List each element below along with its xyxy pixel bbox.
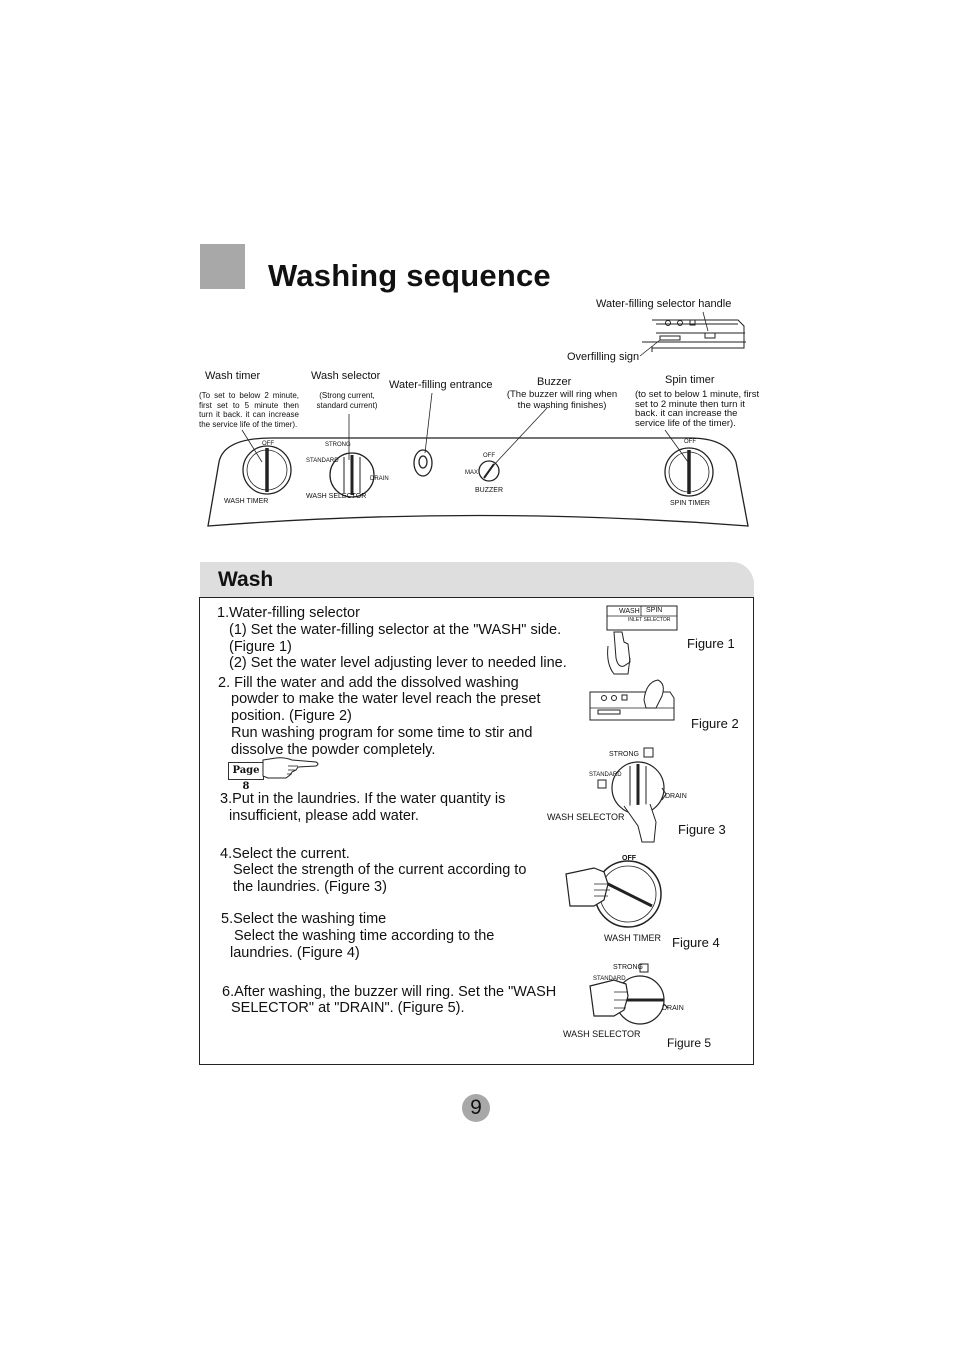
figure-3-caption: Figure 3 [678, 822, 726, 837]
spin-timer-note: (to set to below 1 minute, first set to … [635, 389, 760, 429]
wash-selector-dial-label: WASH SELECTOR [306, 493, 367, 500]
figure-3-selector-label: WASH SELECTOR [547, 812, 625, 822]
figure-2-illustration [589, 679, 675, 721]
machine-panel [207, 437, 749, 527]
step-2-line-e: dissolve the powder completely. [231, 742, 436, 758]
figure-5-drain-label: DRAIN [662, 1005, 684, 1012]
figure-3-standard-label: STANDARD [589, 772, 622, 778]
water-filling-selector-inset [639, 311, 746, 357]
wash-selector-note: (Strong current, standard current) [316, 391, 378, 410]
buzzer-note: (The buzzer will ring when the washing f… [506, 389, 618, 411]
figure-4-caption: Figure 4 [672, 935, 720, 950]
wash-timer-off-label: OFF [262, 441, 274, 447]
buzzer-max-label: MAX [465, 470, 479, 476]
page-reference-link[interactable]: Page 8 [228, 762, 264, 792]
figure-5-strong-label: STRONG [613, 964, 643, 971]
step-1-line-a: (1) Set the water-filling selector at th… [229, 622, 562, 638]
title-marker-block [200, 244, 245, 289]
figure-5-illustration [589, 963, 669, 1025]
step-3-line-b: insufficient, please add water. [229, 808, 419, 824]
figure-4-off-label: OFF [622, 855, 636, 862]
figure-5-selector-label: WASH SELECTOR [563, 1029, 641, 1039]
wash-section-box [199, 597, 754, 1065]
step-6-line-a: 6.After washing, the buzzer will ring. S… [222, 984, 557, 1000]
figure-3-drain-label: DRAIN [665, 793, 687, 800]
wash-selector-label: Wash selector [311, 370, 381, 382]
page-number: 9 [462, 1094, 490, 1122]
step-1-line-c: (2) Set the water level adjusting lever … [229, 655, 567, 671]
figure-2-caption: Figure 2 [691, 716, 739, 731]
figure-4-illustration [565, 860, 662, 928]
figure-4-timer-label: WASH TIMER [604, 933, 662, 943]
wash-section-title: Wash [218, 568, 274, 591]
callout-lines [241, 392, 689, 469]
wash-timer-label: Wash timer [205, 370, 261, 382]
step-6-line-b: SELECTOR" at "DRAIN". (Figure 5). [231, 1000, 465, 1016]
step-1-title: 1.Water-filling selector [217, 605, 360, 621]
figure-5-standard-label: STANDARD [593, 976, 626, 982]
wash-timer-dial-label: WASH TIMER [224, 498, 269, 505]
step-2-line-a: 2. Fill the water and add the dissolved … [218, 675, 519, 691]
figure-3-illustration [597, 747, 667, 843]
buzzer-dial-label: BUZZER [475, 487, 503, 494]
spin-timer-label: Spin timer [665, 374, 715, 386]
figure-1-spin-label: SPIN [646, 607, 663, 614]
wash-selector-strong-label: STRONG [325, 442, 351, 448]
buzzer-off-label: OFF [483, 453, 495, 459]
figure-1-caption: Figure 1 [687, 636, 735, 651]
wash-section-header: Wash [200, 562, 754, 598]
step-4-line-a: 4.Select the current. [220, 846, 350, 862]
wash-timer-note: (To set to below 2 minute, first set to … [199, 391, 299, 429]
step-5-line-b: Select the washing time according to the [234, 928, 495, 944]
step-4-line-c: the laundries. (Figure 3) [233, 879, 387, 895]
step-4-line-b: Select the strength of the current accor… [233, 862, 527, 878]
water-filling-selector-handle-label: Water-filling selector handle [596, 298, 732, 310]
step-2-line-c: position. (Figure 2) [231, 708, 352, 724]
step-2-line-b: powder to make the water level reach the… [231, 691, 541, 707]
figure-1-wash-label: WASH [619, 608, 640, 615]
step-2-line-d: Run washing program for some time to sti… [231, 725, 533, 741]
pointing-hand-icon [262, 757, 319, 779]
wash-selector-drain-label: DRAIN [370, 476, 389, 482]
overfilling-sign-label: Overfilling sign [567, 351, 640, 363]
step-3-line-a: 3.Put in the laundries. If the water qua… [220, 791, 506, 807]
buzzer-label: Buzzer [537, 376, 572, 388]
control-panel-illustration [207, 311, 749, 527]
wash-selector-standard-label: STANDARD [306, 458, 339, 464]
water-filling-entrance-label: Water-filling entrance [389, 379, 493, 391]
spin-timer-dial-label: SPIN TIMER [670, 500, 710, 507]
page-title: Washing sequence [268, 258, 551, 293]
figure-5-caption: Figure 5 [667, 1036, 712, 1050]
step-5-line-c: laundries. (Figure 4) [230, 945, 360, 961]
figure-3-strong-label: STRONG [609, 751, 639, 758]
step-1-line-b: (Figure 1) [229, 639, 292, 655]
spin-timer-off-label: OFF [684, 439, 696, 445]
figure-1-illustration [606, 605, 678, 675]
step-5-line-a: 5.Select the washing time [221, 911, 387, 927]
figure-1-selector-label: INLET SELECTOR [628, 617, 671, 623]
